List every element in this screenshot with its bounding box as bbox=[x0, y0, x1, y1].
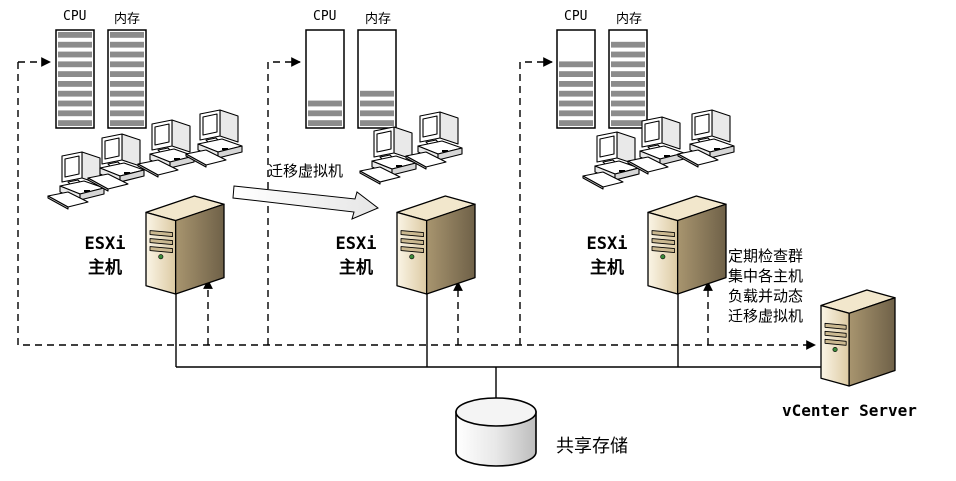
host1-cpu-meter bbox=[55, 29, 95, 129]
vcenter-note-line: 定期检查群 bbox=[728, 247, 804, 265]
host1-workstation-icon bbox=[185, 109, 243, 168]
host3-cpu-meter-bar bbox=[559, 100, 593, 107]
host2-memory-label: 内存 bbox=[365, 12, 392, 27]
host1-cpu-meter-bar bbox=[58, 71, 92, 77]
host3-memory-label: 内存 bbox=[616, 12, 643, 27]
host3-workstation-icon bbox=[582, 131, 640, 190]
host2-label-line1: ESXi bbox=[335, 234, 377, 254]
host1-cpu-meter-bar bbox=[58, 110, 92, 117]
host3-server-icon bbox=[647, 195, 727, 295]
host3-workstation-icon bbox=[677, 109, 735, 168]
management-bus-line bbox=[17, 62, 816, 350]
host3-cpu-meter-bar bbox=[559, 110, 593, 117]
host3-memory-meter-bar bbox=[611, 110, 645, 117]
host3-meter-feed-line bbox=[519, 57, 553, 345]
host1-memory-meter-bar bbox=[110, 120, 144, 126]
host2-cpu-meter-bar bbox=[308, 120, 342, 126]
vcenter-note-line: 迁移虚拟机 bbox=[728, 307, 804, 325]
servers bbox=[145, 195, 896, 387]
host1-memory-meter-bar bbox=[110, 90, 144, 97]
host1-cpu-label: CPU bbox=[63, 9, 87, 24]
host2-cpu-label: CPU bbox=[313, 9, 337, 24]
host3-memory-meter-bar bbox=[611, 51, 645, 58]
storage-cylinder-icon bbox=[455, 397, 537, 467]
host2-workstation-icon bbox=[405, 111, 463, 170]
workstations bbox=[47, 109, 735, 210]
host1-cpu-meter-bar bbox=[58, 120, 92, 126]
host3-cpu-meter-bar bbox=[559, 61, 593, 68]
host1-server-icon bbox=[145, 195, 225, 295]
host1-cpu-meter-bar bbox=[58, 61, 92, 68]
host3-memory-meter-bar bbox=[611, 90, 645, 97]
host1-cpu-meter-bar bbox=[58, 90, 92, 97]
control-lines bbox=[17, 57, 816, 350]
host1-memory-meter bbox=[107, 29, 147, 129]
host2-label-line2: 主机 bbox=[339, 258, 373, 278]
host1-workstation-icon bbox=[87, 133, 145, 192]
host3-memory-meter-bar bbox=[611, 120, 645, 126]
vcenter-label: vCenter Server bbox=[782, 401, 917, 420]
host3-label-line2: 主机 bbox=[590, 258, 624, 278]
host2-memory-meter-bar bbox=[360, 100, 394, 107]
host1-memory-meter-bar bbox=[110, 100, 144, 107]
host3-cpu-meter-bar bbox=[559, 81, 593, 87]
host1-label-line1: ESXi bbox=[84, 234, 126, 254]
host1-memory-meter-bar bbox=[110, 81, 144, 87]
host3-cpu-meter-bar bbox=[559, 90, 593, 97]
host1-memory-meter-bar bbox=[110, 71, 144, 77]
vcenter-server-icon bbox=[820, 289, 896, 387]
host1-cpu-meter-bar bbox=[58, 81, 92, 87]
host3-cpu-meter bbox=[556, 29, 596, 129]
host1-cpu-meter-bar bbox=[58, 51, 92, 58]
host3-memory-meter-bar bbox=[611, 81, 645, 87]
migrate-label: 迁移虚拟机 bbox=[268, 162, 344, 180]
host3-memory-meter bbox=[608, 29, 648, 129]
host1-memory-meter-bar bbox=[110, 61, 144, 68]
host3-cpu-label: CPU bbox=[564, 9, 588, 24]
host1-memory-meter-bar bbox=[110, 110, 144, 117]
host1-cpu-meter-bar bbox=[58, 32, 92, 38]
host1-label-line2: 主机 bbox=[88, 258, 122, 278]
host1-memory-meter-bar bbox=[110, 41, 144, 48]
host2-server-icon bbox=[396, 195, 476, 295]
host2-cpu-meter bbox=[305, 29, 345, 129]
host2-cpu-meter-bar bbox=[308, 100, 342, 107]
host2-meter-feed-line bbox=[267, 57, 301, 345]
host2-memory-meter-bar bbox=[360, 120, 394, 126]
host3-cpu-meter-bar bbox=[559, 71, 593, 77]
host2-memory-meter-bar bbox=[360, 90, 394, 97]
host1-memory-label: 内存 bbox=[114, 12, 141, 27]
host2-memory-meter-bar bbox=[360, 110, 394, 117]
storage-label: 共享存储 bbox=[556, 436, 628, 457]
vcenter-note-line: 负载并动态 bbox=[728, 287, 804, 305]
host3-label-line1: ESXi bbox=[586, 234, 628, 254]
vcenter-note-line: 集中各主机 bbox=[728, 267, 804, 285]
host3-memory-meter-bar bbox=[611, 61, 645, 68]
host1-cpu-meter-bar bbox=[58, 41, 92, 48]
host3-label: ESXi 主机 bbox=[572, 232, 642, 280]
host2-label: ESXi 主机 bbox=[321, 232, 391, 280]
host3-memory-meter-bar bbox=[611, 100, 645, 107]
host3-cpu-meter-bar bbox=[559, 120, 593, 126]
host1-memory-meter-bar bbox=[110, 32, 144, 38]
resource-meters bbox=[55, 29, 648, 129]
host3-memory-meter-bar bbox=[611, 71, 645, 77]
host1-workstation-icon bbox=[137, 119, 195, 178]
host2-memory-meter bbox=[357, 29, 397, 129]
host1-memory-meter-bar bbox=[110, 51, 144, 58]
host1-cpu-meter-bar bbox=[58, 100, 92, 107]
host2-cpu-meter-bar bbox=[308, 110, 342, 117]
network-lines bbox=[175, 292, 836, 400]
host1-label: ESXi 主机 bbox=[70, 232, 140, 280]
vcenter-note: 定期检查群 集中各主机 负载并动态 迁移虚拟机 bbox=[728, 246, 803, 326]
migrate-arrow bbox=[232, 185, 379, 220]
host3-memory-meter-bar bbox=[611, 41, 645, 48]
